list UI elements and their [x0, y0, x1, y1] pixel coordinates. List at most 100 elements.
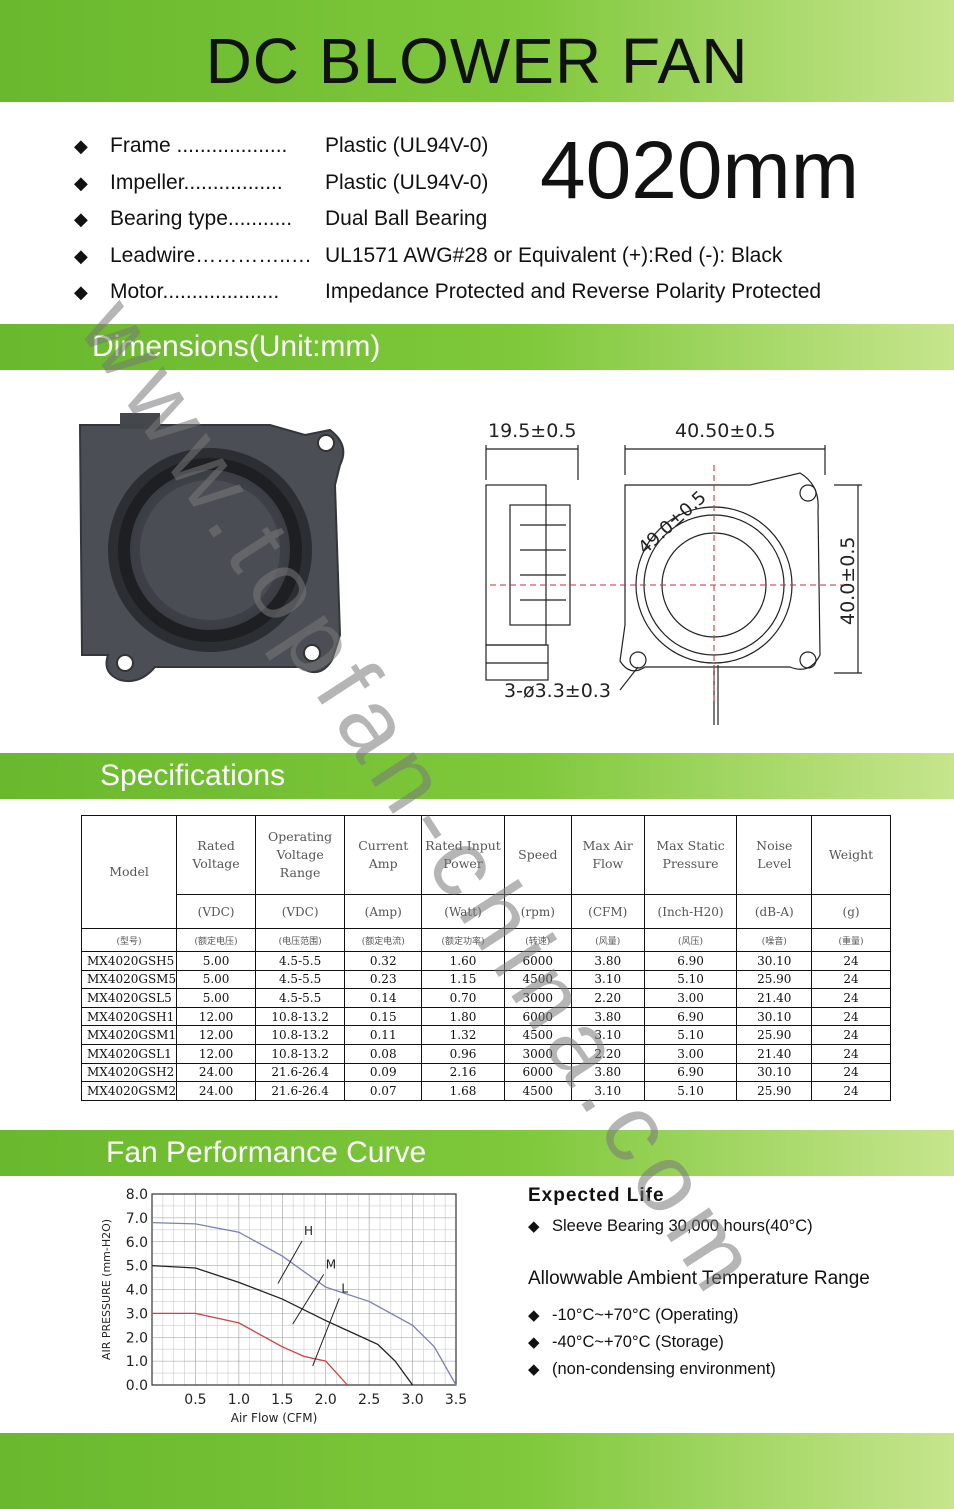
- bullet-icon: ◆: [74, 209, 88, 229]
- series-label-h: H: [304, 1224, 313, 1238]
- model-cell: MX4020GSM5: [80, 969, 178, 990]
- spec-unit-cell: (VDC): [176, 894, 257, 929]
- life-item: ◆Sleeve Bearing 30,000 hours(40°C): [528, 1217, 813, 1235]
- y-tick-label: 6.0: [126, 1235, 148, 1251]
- spec-cell: 5.10: [643, 1081, 738, 1101]
- spec-cell: 4500: [503, 1025, 572, 1045]
- x-tick-label: 0.5: [184, 1392, 206, 1408]
- curve-title: Fan Performance Curve: [106, 1136, 427, 1169]
- spec-cell: 30.10: [736, 1006, 813, 1027]
- spec-cell: 12.00: [176, 1025, 257, 1045]
- spec-cell: 4.5-5.5: [255, 988, 346, 1008]
- spec-cell: 12.00: [176, 1043, 257, 1064]
- spec-cell: 5.10: [643, 1025, 738, 1045]
- x-tick-label: 3.5: [445, 1392, 467, 1408]
- series-pointer-m: [292, 1274, 325, 1325]
- model-cell: MX4020GSL1: [80, 1043, 178, 1064]
- bullet-icon: ◆: [74, 136, 88, 156]
- x-tick-label: 1.0: [228, 1392, 250, 1408]
- bullet-icon: ◆: [74, 245, 88, 266]
- bullet-icon: ◆: [528, 1361, 540, 1378]
- feature-label: Frame ...................: [110, 134, 288, 157]
- temperature-item: ◆-40°C~+70°C (Storage): [528, 1333, 724, 1351]
- feature-value: UL1571 AWG#28 or Equivalent (+):Red (-):…: [325, 243, 783, 267]
- life-block: Expected Life ◆Sleeve Bearing 30,000 hou…: [528, 1185, 928, 1379]
- spec-cell: 0.09: [344, 1062, 423, 1083]
- curve-band: Fan Performance Curve: [0, 1130, 954, 1176]
- plot-frame: [151, 1193, 457, 1386]
- dim-height-label: 40.0±0.5: [837, 537, 859, 625]
- spec-cell: 6.90: [643, 1006, 738, 1027]
- spec-unit-cell: (rpm): [503, 894, 572, 929]
- spec-cell: 4.5-5.5: [255, 951, 346, 971]
- spec-cell: 3.00: [643, 1043, 738, 1064]
- spec-chinese-cell: (转速): [503, 928, 572, 952]
- spec-cell: 3000: [503, 1043, 572, 1064]
- spec-chinese-cell: (型号): [80, 928, 178, 952]
- spec-unit-row: (VDC)(VDC)(Amp)(Watt)(rpm)(CFM)(Inch-H20…: [82, 894, 891, 929]
- spec-chinese-cell: (额定功率): [421, 928, 505, 952]
- page-title: DC BLOWER FAN: [205, 25, 749, 97]
- bottom-band: [0, 1433, 954, 1509]
- spec-cell: 25.90: [736, 1025, 813, 1045]
- feature-item: ◆Bearing type...........Dual Ball Bearin…: [74, 201, 821, 238]
- spec-chinese-cell: (额定电压): [176, 928, 257, 952]
- y-tick-label: 3.0: [126, 1306, 148, 1322]
- dimensions-band: Dimensions(Unit:mm): [0, 324, 954, 370]
- spec-cell: 5.10: [643, 969, 738, 990]
- spec-chinese-cell: (噪音): [736, 928, 813, 952]
- y-tick-label: 7.0: [126, 1211, 148, 1227]
- bullet-icon: ◆: [528, 1334, 540, 1351]
- spec-cell: 24.00: [176, 1062, 257, 1083]
- spec-cell: 21.6-26.4: [255, 1081, 346, 1101]
- size-label: 4020mm: [540, 125, 860, 216]
- specifications-title: Specifications: [100, 759, 286, 792]
- spec-chinese-cell: (电压范围): [255, 928, 346, 952]
- feature-list: ◆ Frame ................... Plastic (UL94V…: [74, 128, 821, 311]
- spec-cell: 10.8-13.2: [255, 1025, 346, 1045]
- spec-cell: 24: [811, 969, 891, 990]
- feature-item: ◆Motor....................Impedance Prot…: [74, 274, 821, 311]
- dimension-drawing: 19.5±0.5 40.50±0.5 49.0±0.5 40.0±0.5 3-ø…: [485, 420, 862, 725]
- specifications-band: Specifications: [0, 753, 954, 799]
- spec-cell: 10.8-13.2: [255, 1043, 346, 1064]
- spec-cell: 30.10: [736, 951, 813, 971]
- spec-chinese-cell: (额定电流): [344, 928, 423, 952]
- spec-cell: 0.14: [344, 988, 423, 1008]
- spec-cell: 4.5-5.5: [255, 969, 346, 990]
- spec-cell: 4500: [503, 1081, 572, 1101]
- bullet-icon: ◆: [74, 172, 88, 193]
- spec-cell: 12.00: [176, 1006, 257, 1027]
- spec-cell: 0.07: [344, 1081, 423, 1101]
- spec-unit-cell: (Watt): [421, 894, 505, 929]
- temperature-title: Allowwable Ambient Temperature Range: [528, 1268, 870, 1289]
- spec-cell: 3.00: [643, 988, 738, 1008]
- feature-value: Plastic (UL94V-0): [325, 134, 489, 157]
- life-title: Expected Life: [528, 1185, 665, 1206]
- bullet-icon: ◆: [528, 1218, 540, 1235]
- feature-item: ◆ Frame ................... Plastic (UL94V…: [74, 128, 821, 165]
- dim-width-label: 40.50±0.5: [675, 420, 776, 442]
- spec-cell: 0.11: [344, 1025, 423, 1045]
- title-band: DC BLOWER FAN: [0, 0, 954, 102]
- spec-cell: 0.08: [344, 1043, 423, 1064]
- spec-cell: 1.15: [421, 969, 505, 990]
- spec-cell: 30.10: [736, 1062, 813, 1083]
- spec-cell: 0.23: [344, 969, 423, 990]
- series-label-m: M: [326, 1257, 336, 1271]
- spec-cell: 6000: [503, 951, 572, 971]
- spec-chinese-cell: (风压): [643, 928, 738, 952]
- x-axis-label: Air Flow (CFM): [231, 1411, 318, 1425]
- spec-chinese-cell: (风量): [570, 928, 645, 952]
- spec-cell: 24: [811, 988, 891, 1008]
